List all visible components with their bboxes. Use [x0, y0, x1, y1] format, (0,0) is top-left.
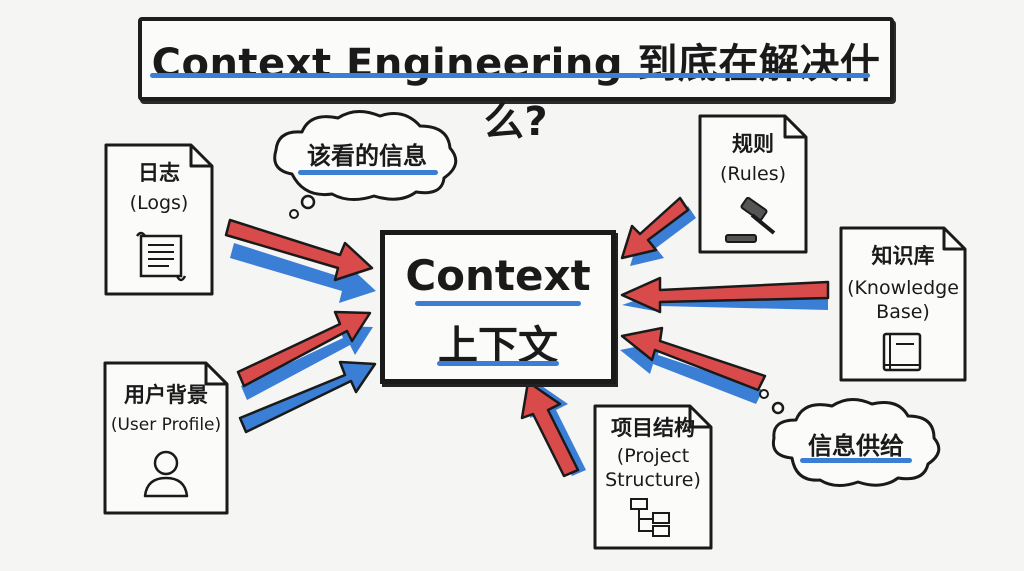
doc-project-structure-label-zh: 项目结构 [611, 416, 695, 440]
context-label-en: Context [405, 251, 591, 300]
doc-rules-label-zh: 规则 [732, 132, 774, 156]
doc-project-structure-label-en1: (Project [616, 445, 690, 467]
doc-logs-label-en: (Logs) [129, 192, 189, 214]
cloud-supply-text: 信息供给 [808, 432, 904, 460]
doc-knowledge-base-label-zh: 知识库 [871, 244, 935, 268]
book-icon [882, 332, 922, 372]
doc-project-structure: 项目结构 (Project Structure) [592, 403, 714, 551]
arrow-knowledge-base [620, 276, 830, 314]
doc-logs: 日志 (Logs) [103, 142, 215, 297]
doc-user-profile-label-en: (User Profile) [110, 415, 222, 435]
doc-user-profile-label-zh: 用户背景 [124, 383, 208, 407]
cloud-should-see [273, 110, 458, 219]
doc-rules-page [698, 114, 808, 254]
context-underline-en [415, 301, 581, 306]
cloud-should-see-underline [298, 170, 438, 175]
arrow-user-profile-red [236, 310, 373, 400]
gavel-icon [725, 197, 776, 243]
doc-logs-label-zh: 日志 [138, 161, 180, 185]
doc-user-profile-page [103, 361, 229, 515]
doc-project-structure-page [593, 404, 713, 550]
arrow-supply [620, 326, 767, 404]
context-underline-zh [437, 361, 559, 366]
folder-tree-icon [630, 498, 670, 537]
doc-rules-label-en: (Rules) [719, 163, 787, 185]
scroll-icon [135, 231, 187, 282]
doc-project-structure-label-en2: Structure) [605, 469, 701, 491]
arrow-rules [620, 196, 696, 266]
doc-logs-page [104, 143, 214, 296]
arrow-user-profile-blue [238, 360, 377, 434]
arrow-project-structure [520, 380, 586, 478]
page-title: Context Engineering 到底在解决什么? [151, 41, 881, 145]
arrow-logs [224, 218, 376, 303]
title-box: Context Engineering 到底在解决什么? [138, 17, 894, 145]
doc-knowledge-base-label-en1: (Knowledge [847, 277, 959, 299]
doc-knowledge-base: 知识库 (Knowledge Base) [838, 225, 968, 383]
user-icon [143, 450, 189, 498]
doc-knowledge-base-label-en2: Base) [876, 301, 930, 323]
doc-rules: 规则 (Rules) [697, 113, 809, 255]
cloud-supply [759, 389, 941, 487]
cloud-supply-underline [800, 458, 912, 463]
cloud-should-see-text: 该看的信息 [307, 142, 427, 170]
doc-knowledge-base-page [839, 226, 967, 382]
context-box: Context 上下文 [380, 230, 616, 384]
doc-user-profile: 用户背景 (User Profile) [102, 360, 230, 516]
title-underline [150, 73, 870, 78]
